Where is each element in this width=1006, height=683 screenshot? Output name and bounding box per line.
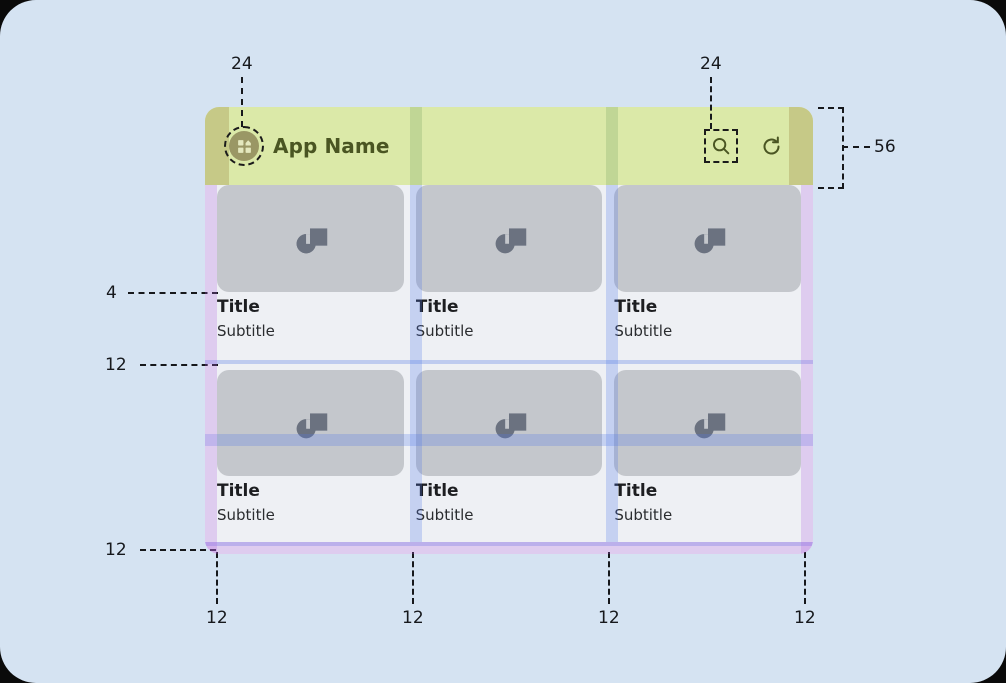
- card-title: Title: [415, 296, 459, 317]
- image-placeholder-icon: [296, 228, 328, 254]
- dashboard-grid-icon[interactable]: [224, 126, 264, 166]
- appbar-gutter-2: [606, 107, 618, 185]
- leader-search-icon: [710, 77, 712, 129]
- annotation-column-mark-3: 12: [598, 608, 620, 628]
- card-text: Title Subtitle: [416, 296, 603, 358]
- card-media: [614, 369, 801, 476]
- card[interactable]: Title Subtitle: [614, 369, 801, 542]
- card-text: Title Subtitle: [614, 480, 801, 542]
- card-title: Title: [614, 481, 658, 501]
- appbar-gutter-1: [410, 107, 422, 185]
- leader-appbar-height: [842, 146, 870, 148]
- card-subtitle: Subtitle: [217, 321, 275, 340]
- leader-nav-icon: [241, 77, 243, 127]
- title-offset-band-row2: [205, 542, 813, 546]
- card-subtitle: Subtitle: [415, 506, 474, 524]
- content-padding-right: [801, 185, 813, 554]
- card-text: Title Subtitle: [217, 480, 404, 542]
- app-title: App Name: [273, 134, 390, 158]
- card-subtitle: Subtitle: [217, 506, 275, 524]
- annotation-nav-icon-size: 24: [231, 54, 253, 74]
- leader-row-gap: [140, 364, 218, 366]
- annotation-search-icon-size: 24: [700, 54, 722, 74]
- card-grid: Title Subtitle Title S: [217, 185, 801, 542]
- leader-title-offset: [128, 292, 218, 294]
- image-placeholder-icon: [694, 228, 725, 254]
- appbar-padding-left: [205, 107, 229, 185]
- image-placeholder-icon: [495, 413, 527, 439]
- content-padding-left: [205, 185, 217, 554]
- card-title: Title: [217, 481, 260, 501]
- card-subtitle: Subtitle: [614, 321, 673, 340]
- app-bar-actions: [704, 129, 783, 163]
- content-padding-bottom: [205, 542, 813, 554]
- appbar-height-bracket: [818, 107, 844, 189]
- annotation-bottom-padding: 12: [105, 540, 127, 560]
- card-media: [217, 185, 404, 292]
- card-media: [415, 185, 603, 292]
- app-bar: App Name: [205, 107, 813, 185]
- leader-column-mark-1: [216, 552, 218, 604]
- device-frame: App Name: [205, 107, 813, 554]
- card[interactable]: Title Subtitle: [415, 185, 603, 358]
- image-placeholder-icon: [296, 413, 328, 439]
- card-subtitle: Subtitle: [614, 506, 673, 524]
- app-bar-leading: App Name: [224, 126, 390, 166]
- annotation-appbar-height: 56: [874, 137, 896, 157]
- card-media: [415, 369, 603, 476]
- leader-column-mark-4: [804, 552, 806, 604]
- leader-column-mark-3: [608, 552, 610, 604]
- card[interactable]: Title Subtitle: [217, 369, 404, 542]
- card[interactable]: Title Subtitle: [217, 185, 404, 358]
- image-placeholder-icon: [495, 228, 527, 254]
- annotation-column-mark-1: 12: [206, 608, 228, 628]
- card-title: Title: [217, 296, 260, 317]
- card-subtitle: Subtitle: [415, 321, 474, 340]
- leader-bottom-padding: [140, 549, 216, 551]
- card-title: Title: [415, 481, 459, 501]
- appbar-padding-right: [789, 107, 813, 185]
- content-area: Title Subtitle Title S: [205, 185, 813, 554]
- annotation-column-mark-2: 12: [402, 608, 424, 628]
- annotation-column-mark-4: 12: [794, 608, 816, 628]
- annotation-title-offset: 4: [106, 283, 117, 303]
- card-text: Title Subtitle: [614, 296, 801, 358]
- leader-column-mark-2: [412, 552, 414, 604]
- card-text: Title Subtitle: [416, 480, 603, 542]
- card-title: Title: [614, 296, 658, 317]
- card[interactable]: Title Subtitle: [415, 369, 603, 542]
- card-media: [217, 369, 404, 476]
- card-text: Title Subtitle: [217, 296, 404, 358]
- image-placeholder-icon: [694, 413, 725, 439]
- card[interactable]: Title Subtitle: [614, 185, 801, 358]
- card-media: [614, 185, 801, 292]
- refresh-icon[interactable]: [759, 134, 783, 158]
- annotation-row-gap: 12: [105, 355, 127, 375]
- search-icon[interactable]: [704, 129, 738, 163]
